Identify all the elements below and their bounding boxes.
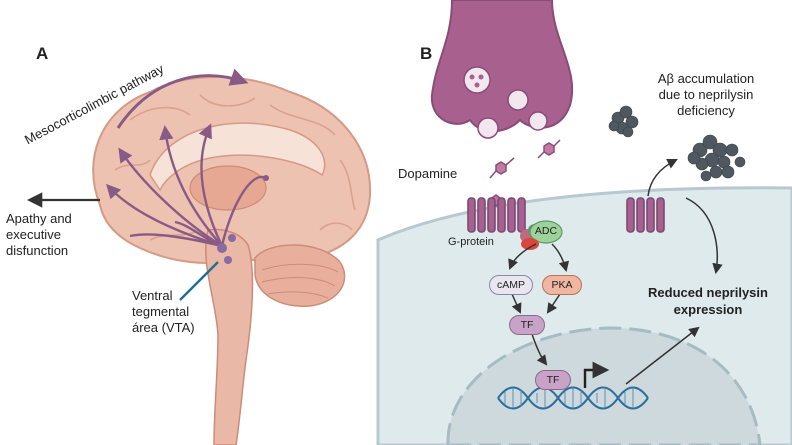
abeta-line-1: Aβ accumulation (657, 71, 755, 86)
symptom-label: Apathy and executive disfunction (6, 211, 72, 259)
adc-enzyme (529, 220, 563, 244)
symptom-line-1: Apathy and (6, 211, 72, 226)
adc-label: ADC (534, 225, 558, 237)
outcome-label: Reduced neprilysin expression (624, 284, 792, 318)
vta-line-1: Ventral (132, 288, 173, 303)
dopamine-receptor (467, 197, 526, 233)
gprotein-label: G-protein (448, 236, 494, 248)
dopamine-label: Dopamine (398, 166, 458, 181)
vta-line-3: área (VTA) (132, 320, 195, 335)
symptom-line-2: executive (6, 227, 61, 242)
vta-line-2: tegmental (132, 304, 190, 319)
vta-neurons (217, 234, 236, 264)
outcome-line-2: expression (673, 302, 743, 317)
tf-nucleus-node: TF (535, 370, 571, 390)
symptom-line-3: disfunction (6, 243, 69, 258)
receptor-right (626, 197, 665, 233)
vta-label: Ventral tegmental área (VTA) (132, 288, 195, 336)
dna-helix (497, 386, 649, 410)
dopamine-projections (106, 123, 269, 248)
adc-subunit (521, 238, 539, 250)
tf-node: TF (509, 315, 545, 335)
nucleus (446, 326, 762, 445)
abeta-aggregates (608, 105, 746, 182)
signalling-arrows (508, 159, 723, 385)
pathway-arc-arrow (116, 68, 249, 129)
abeta-line-2: due to neprilysin (658, 87, 754, 102)
dopamine-molecules (489, 139, 561, 207)
camp-node: cAMP (489, 275, 533, 295)
abeta-label: Aβ accumulation due to neprilysin defici… (646, 71, 766, 119)
brain-illustration (92, 75, 372, 445)
abeta-line-3: deficiency (677, 103, 735, 118)
presynaptic-terminal (430, 0, 574, 139)
vta-pointer-line (179, 261, 219, 301)
transcription-start-arrow (583, 361, 610, 388)
pka-node: PKA (542, 275, 582, 295)
panel-a-label: A (36, 44, 49, 63)
panel-b-label: B (420, 44, 433, 63)
outcome-line-1: Reduced neprilysin (648, 285, 768, 300)
